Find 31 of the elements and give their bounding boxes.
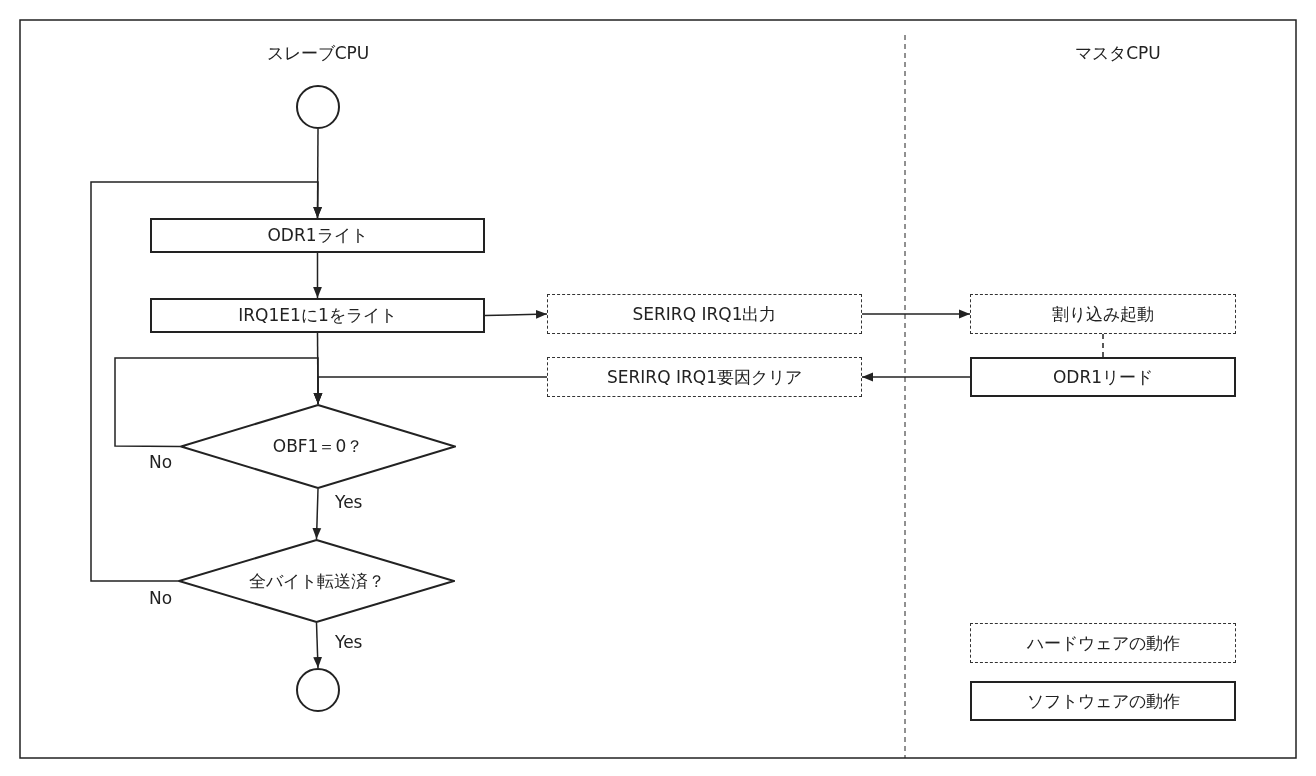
- step-text: IRQ1E1に1をライト: [238, 304, 397, 327]
- arrow: [114, 357, 323, 448]
- step-text: SERIRQ IRQ1出力: [632, 302, 777, 326]
- process-box: [970, 357, 1236, 397]
- step-text: 全バイト転送済？: [248, 569, 385, 593]
- arrow: [861, 372, 971, 382]
- arrow: [313, 252, 322, 299]
- arrow: [313, 128, 322, 219]
- hardware-step-box: [547, 357, 862, 397]
- arrow: [312, 488, 322, 540]
- terminal-circle: [296, 85, 340, 129]
- step-text: OBF1＝0？: [272, 435, 364, 458]
- legend-text: ソフトウェアの動作: [1026, 689, 1180, 713]
- decision-diamond: [180, 404, 456, 489]
- arrow: [313, 622, 323, 669]
- step-text: 割り込み起動: [1052, 302, 1154, 326]
- column-heading: スレーブCPU: [265, 42, 371, 65]
- legend-text: ハードウェアの動作: [1026, 631, 1180, 655]
- terminal-circle: [296, 668, 340, 712]
- connector-line: [1102, 333, 1104, 358]
- hardware-step-box: [547, 294, 862, 334]
- arrow: [484, 309, 548, 319]
- process-box: [150, 218, 485, 253]
- step-text: SERIRQ IRQ1要因クリア: [607, 365, 802, 389]
- arrow: [861, 309, 971, 319]
- process-box: [150, 298, 485, 333]
- step-text: ODR1ライト: [267, 224, 368, 247]
- decision-diamond: [178, 539, 455, 623]
- hardware-step-box: [970, 294, 1236, 334]
- step-text: ODR1リード: [1052, 365, 1154, 389]
- arrow: [90, 181, 323, 582]
